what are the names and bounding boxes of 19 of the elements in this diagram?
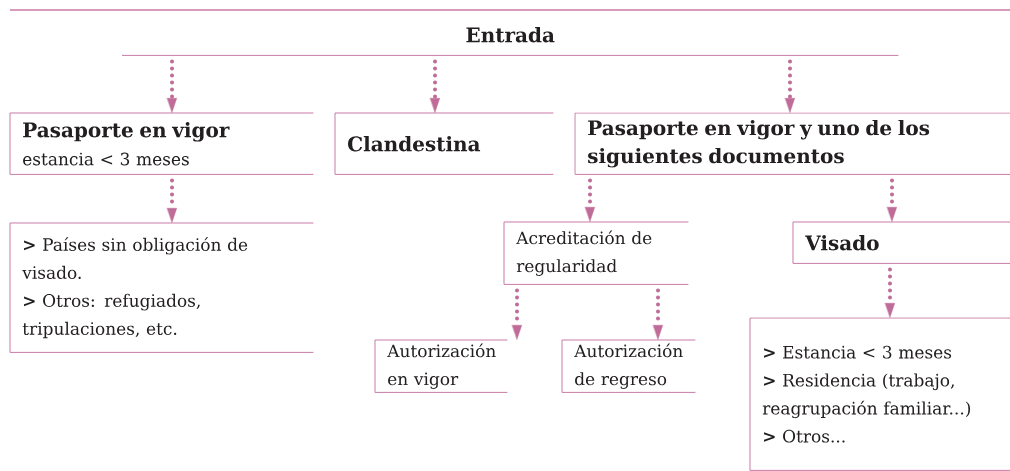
process-box: Visado: [792, 221, 1010, 264]
arrow: [512, 288, 522, 340]
process-box: > Estancia < 3 meses > Residencia (trabajo, reagrupación familiar...) > Otros...: [749, 317, 1010, 471]
heading: Entrada: [121, 26, 899, 56]
arrow: [885, 267, 895, 318]
arrow: [887, 178, 897, 222]
arrow: [430, 59, 440, 113]
arrow: [585, 178, 595, 222]
process-box: Autorización de regreso: [561, 339, 696, 393]
process-box: Autorización en vigor: [374, 339, 508, 393]
arrow: [653, 288, 663, 340]
process-box: > Países sin obligación de visado. > Otros: refugiados, tripulaciones, etc.: [9, 222, 314, 353]
arrow: [167, 59, 177, 113]
process-box: Acreditación de regularidad: [503, 221, 689, 285]
arrow: [167, 178, 177, 223]
process-box: Pasaporte en vigor y uno de los siguientes documentos: [574, 112, 1010, 175]
arrow: [785, 59, 795, 113]
process-box: Pasaporte en vigor estancia < 3 meses: [9, 112, 314, 175]
process-box: Clandestina: [334, 112, 554, 175]
